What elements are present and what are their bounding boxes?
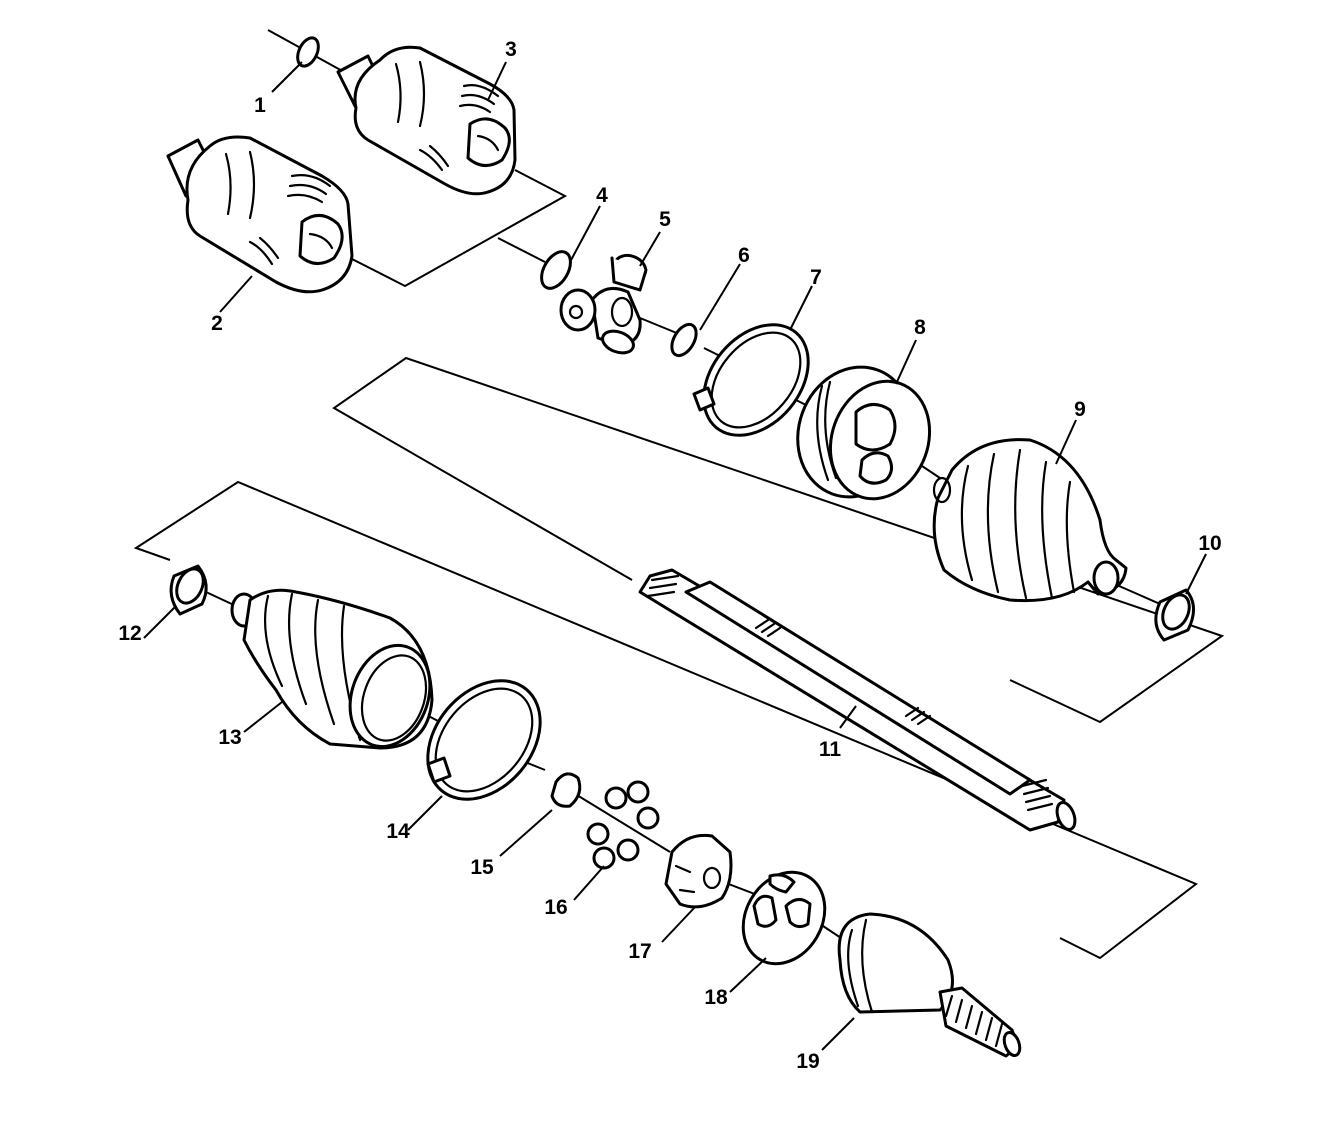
callout-13: 13 <box>218 726 241 749</box>
callout-5: 5 <box>659 208 671 231</box>
part-17-inner-race <box>664 833 733 909</box>
callout-4: 4 <box>596 184 608 207</box>
part-15-snap-ring <box>550 772 582 808</box>
part-1-snap-ring <box>296 36 320 68</box>
callout-12: 12 <box>118 622 141 645</box>
callout-8: 8 <box>914 316 926 339</box>
callout-16: 16 <box>544 896 567 919</box>
callout-leaders <box>143 61 1207 1051</box>
part-12-bushing <box>169 564 208 616</box>
callout-7: 7 <box>810 266 822 289</box>
part-11-halfshaft-bar <box>638 568 1077 832</box>
callout-6: 6 <box>738 244 750 267</box>
part-9-inner-boot <box>932 438 1128 603</box>
part-3-tripot-housing <box>336 45 517 196</box>
part-16-balls <box>586 780 660 870</box>
part-13-outer-boot <box>230 588 434 750</box>
shaft-group-frame <box>332 356 1225 724</box>
part-6-retaining-ring <box>670 322 698 358</box>
callout-10: 10 <box>1198 532 1221 555</box>
callout-1: 1 <box>254 94 266 117</box>
callout-19: 19 <box>796 1050 819 1073</box>
part-18-cage <box>741 870 827 966</box>
inner-joint-group-frame <box>349 169 568 288</box>
callout-15: 15 <box>470 856 494 879</box>
callout-9: 9 <box>1074 398 1086 421</box>
callout-11: 11 <box>819 738 842 761</box>
callout-14: 14 <box>386 820 410 843</box>
part-2-tripot-housing <box>166 135 354 294</box>
part-14-boot-clamp <box>426 679 542 801</box>
part-19-outer-cv-housing <box>837 912 1022 1058</box>
outer-joint-group-frame <box>133 480 1198 960</box>
part-4-retaining-ring <box>540 250 572 290</box>
callout-labels: 1 2 3 4 5 6 7 8 9 10 11 12 13 14 15 16 1… <box>118 38 1221 1073</box>
callout-3: 3 <box>505 38 517 61</box>
part-7-boot-clamp <box>692 323 810 437</box>
part-5-spider-assembly <box>559 253 648 355</box>
callout-18: 18 <box>704 986 728 1009</box>
part-10-bushing <box>1154 588 1195 642</box>
callout-2: 2 <box>211 312 223 335</box>
callout-17: 17 <box>628 940 651 963</box>
part-8-bushing-retainer <box>796 365 932 501</box>
